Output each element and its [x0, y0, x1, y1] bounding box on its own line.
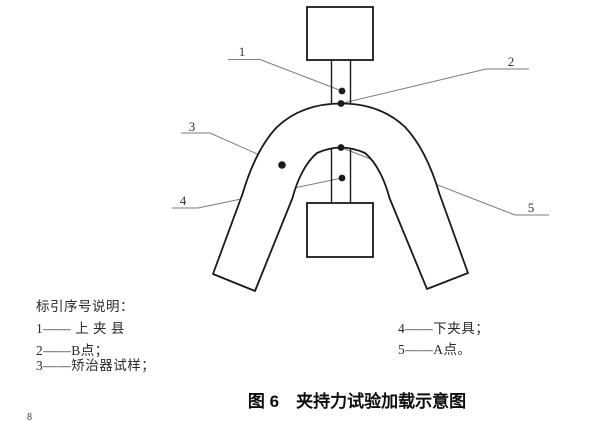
- leader-line-1: [228, 59, 343, 92]
- callout-5-label: 5: [528, 200, 535, 215]
- legend-item-1: 1—— 上 夹 县: [36, 321, 125, 336]
- leader-line-2: [340, 68, 529, 104]
- callout-4-label: 4: [180, 193, 187, 208]
- legend-item-5: 5——A点。: [398, 342, 472, 357]
- specimen-ref-dot: [278, 161, 286, 169]
- point-a-dot: [337, 144, 345, 151]
- legend-item-4: 4——下夹具；: [398, 321, 490, 336]
- legend-title: 标引序号说明：: [36, 299, 134, 314]
- clamping-force-test-diagram: 1 2 3 4 5: [172, 6, 549, 292]
- page-number: 8: [27, 412, 32, 423]
- specimen-arch: [212, 102, 469, 292]
- callout-1-label: 1: [239, 44, 246, 59]
- callout-2-label: 2: [508, 54, 515, 69]
- lower-clamp-rect: [306, 202, 374, 258]
- point-b-dot: [337, 100, 345, 107]
- lower-clamp-ref-dot: [338, 174, 346, 182]
- upper-clamp-rect: [306, 6, 374, 61]
- figure-caption: 图 6 夹持力试验加载示意图: [247, 392, 467, 411]
- legend-item-2: 2——B点；: [36, 343, 109, 358]
- upper-clamp-ref-dot: [338, 87, 346, 95]
- legend-item-3: 3——矫治器试样；: [36, 358, 156, 373]
- callout-3-label: 3: [189, 119, 196, 134]
